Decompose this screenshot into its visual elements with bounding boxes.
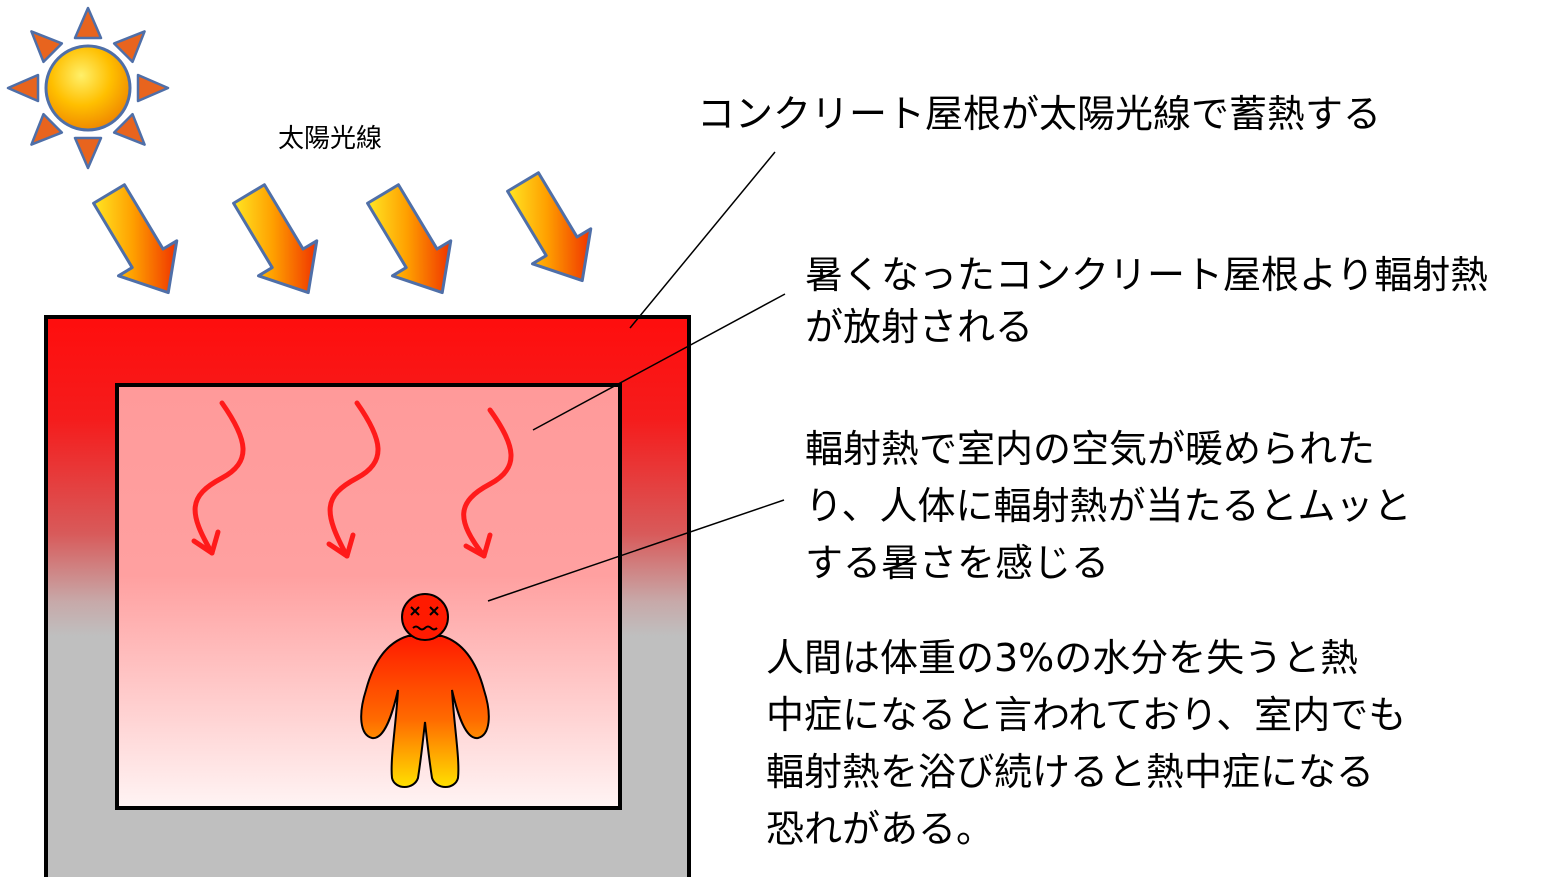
callout-indoor-line: 輻射熱で室内の空気が暖められた [805, 427, 1376, 471]
callout-heatstroke-line: 輻射熱を浴び続けると熱中症になる [766, 750, 1375, 794]
radiant-heat-arrow-icon [191, 400, 246, 556]
person-head [401, 593, 449, 641]
sun-ray-spike [73, 136, 103, 170]
sun-ray-spike [73, 6, 103, 40]
callout-radiation-line: 暑くなったコンクリート屋根より輻射熱 [805, 253, 1489, 297]
radiant-heat-arrows [191, 400, 514, 559]
leader-line-roof [629, 151, 776, 329]
sun-ray-spike [30, 112, 64, 146]
callout-indoor-line: り、人体に輻射熱が当たるとムッと [805, 484, 1412, 528]
sunlight-arrow-icon [366, 183, 453, 295]
sun-ray-spikes [6, 6, 170, 170]
callout-indoor-effect: 輻射熱で室内の空気が暖められた り、人体に輻射熱が当たるとムッと する暑さを感じ… [805, 421, 1411, 592]
callout-heatstroke-line: 人間は体重の3%の水分を失うと熱 [766, 636, 1359, 680]
sun-ray-spike [112, 112, 146, 146]
sun-icon [6, 6, 170, 170]
callout-radiation: 暑くなったコンクリート屋根より輻射熱 が放射される [805, 249, 1488, 353]
callout-leader-lines [487, 151, 786, 602]
callout-roof-storage: コンクリート屋根が太陽光線で蓄熱する [697, 92, 1382, 136]
sunlight-arrow-icon [506, 171, 593, 283]
callout-indoor-line: する暑さを感じる [805, 541, 1110, 585]
callout-heatstroke-line: 中症になると言われており、室内でも [766, 693, 1407, 737]
leader-line-radiation [532, 293, 786, 431]
overheated-person-icon [360, 593, 490, 788]
sunlight-arrows [92, 171, 593, 295]
callout-radiation-line: が放射される [805, 305, 1034, 349]
sun-ray-spike [6, 73, 40, 103]
radiant-heat-arrow-icon [461, 407, 514, 559]
sun-ray-spike [112, 30, 146, 64]
callout-heatstroke-note: 人間は体重の3%の水分を失うと熱 中症になると言われており、室内でも 輻射熱を浴… [766, 630, 1406, 858]
leader-line-indoor [487, 499, 785, 602]
sunlight-arrow-icon [92, 183, 179, 295]
person-body [360, 635, 490, 788]
sunlight-label: 太陽光線 [278, 124, 383, 154]
radiant-heat-arrow-icon [326, 400, 381, 559]
sun-ray-spike [136, 73, 170, 103]
wavy-mouth [412, 625, 438, 631]
room-interior [115, 383, 622, 810]
sun-ray-spike [30, 30, 64, 64]
callout-heatstroke-line: 恐れがある。 [766, 807, 995, 851]
dizzy-eyes [410, 606, 439, 616]
sunlight-arrow-icon [232, 183, 319, 295]
